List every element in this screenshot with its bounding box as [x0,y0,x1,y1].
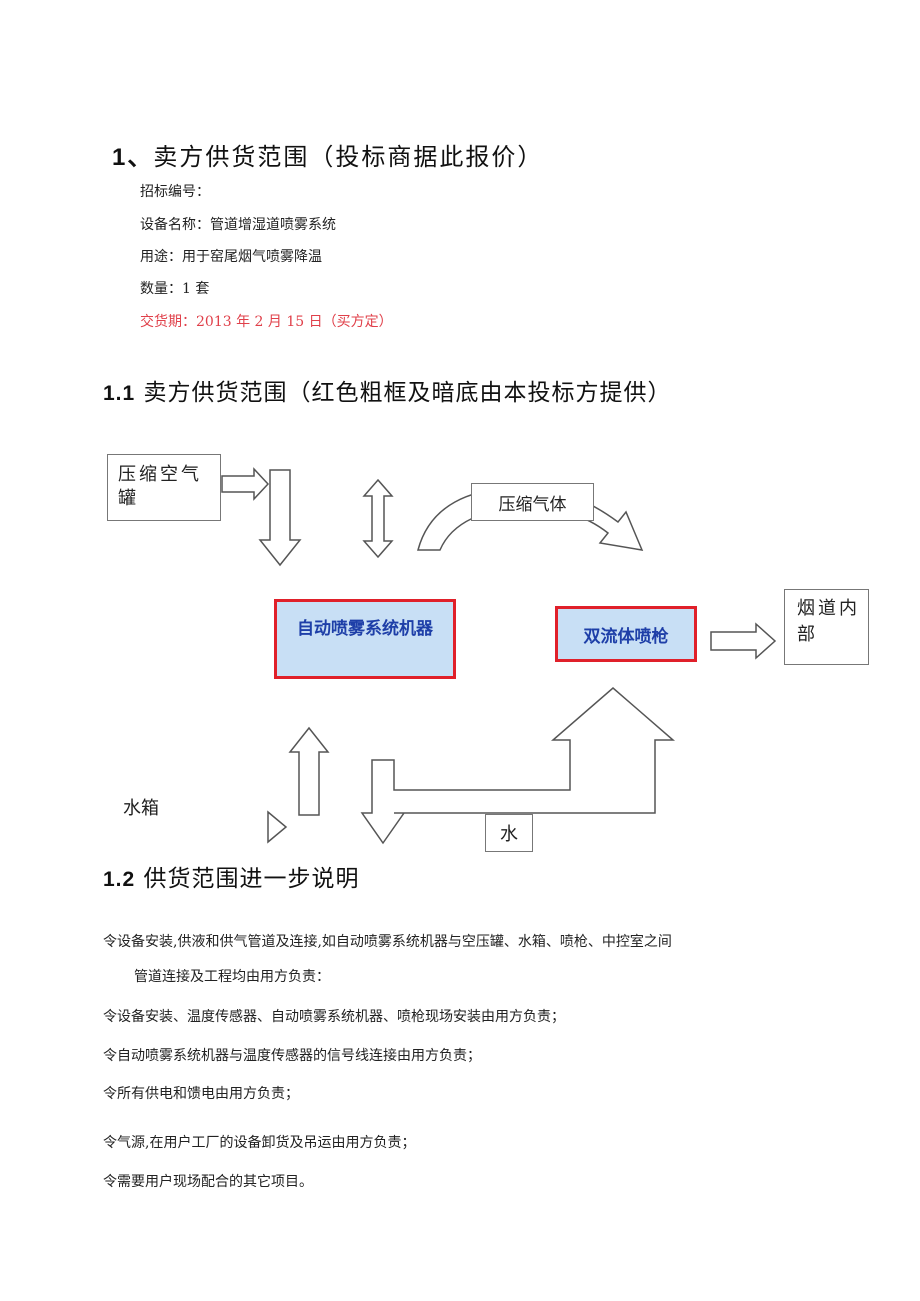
supply-flow-diagram [221,467,777,845]
section-1-title-text: 卖方供货范围（投标商据此报价） [153,143,544,171]
field-equipment-name: 设备名称：管道增湿道喷雾系统 [140,217,336,233]
section-1-1-number: 1.1 [103,382,136,405]
section-1-title: 1、卖方供货范围（投标商据此报价） [112,137,543,172]
scope-item: 令设备安装、温度传感器、自动喷雾系统机器、喷枪现场安装由用方负责； [103,1009,565,1025]
tank-output-arrow [221,467,270,501]
section-1-number: 1、 [112,144,154,171]
field-quantity: 数量：1 套 [140,281,210,297]
flue-interior-box: 烟道内部 [784,589,869,665]
section-1-1-title-text: 卖方供货范围（红色粗框及暗底由本投标方提供） [143,380,672,406]
gun-to-flue-arrow [710,622,777,660]
water-up-arrow [288,726,330,816]
scope-item: 令所有供电和馈电由用方负责； [103,1086,299,1102]
air-down-arrow [258,469,302,567]
scope-item: 管道连接及工程均由用方负责： [134,969,330,985]
field-bid-number: 招标编号： [140,184,210,200]
field-delivery-date: 交货期：2013 年 2 月 15 日（买方定） [140,314,393,330]
water-supply-path-arrow [360,687,676,845]
scope-item: 令需要用户现场配合的其它项目。 [103,1174,313,1190]
scope-item: 令设备安装,供液和供气管道及连接,如自动喷雾系统机器与空压罐、水箱、喷枪、中控室… [103,934,672,950]
twin-fluid-spray-gun-box: 双流体喷枪 [555,606,697,662]
section-1-2-number: 1.2 [103,868,136,891]
auto-spray-machine-box: 自动喷雾系统机器 [274,599,456,679]
field-usage: 用途：用于窑尾烟气喷雾降温 [140,249,322,265]
section-1-1-title: 1.1 卖方供货范围（红色粗框及暗底由本投标方提供） [103,373,672,407]
water-tank-arrow [267,810,288,844]
scope-item: 令自动喷雾系统机器与温度传感器的信号线连接由用方负责； [103,1048,481,1064]
section-1-2-title-text: 供货范围进一步说明 [143,866,360,892]
section-1-2-title: 1.2 供货范围进一步说明 [103,859,360,893]
scope-item: 令气源,在用户工厂的设备卸货及吊运由用方负责； [103,1135,416,1151]
water-label-box: 水 [485,814,533,852]
double-vertical-arrow [362,478,394,559]
compressed-air-tank-box: 压缩空气罐 [107,454,221,521]
water-tank-label: 水箱 [123,798,159,819]
compressed-gas-label-box: 压缩气体 [471,483,594,521]
